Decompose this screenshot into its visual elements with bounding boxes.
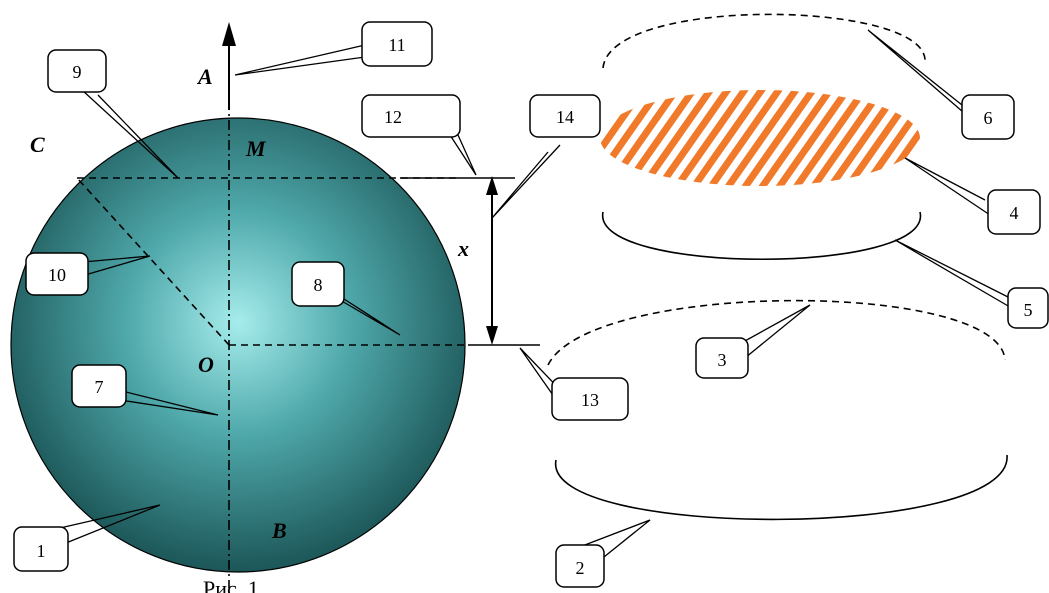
svg-text:6: 6: [984, 108, 993, 128]
sphere: [10, 117, 466, 573]
radius-to-c-line: [76, 177, 230, 346]
svg-text:14: 14: [556, 107, 574, 127]
callout-3: 3: [695, 337, 749, 379]
svg-text:11: 11: [388, 35, 405, 55]
callout-6: 6: [961, 94, 1015, 140]
point-label-a: A: [196, 64, 213, 89]
svg-text:4: 4: [1010, 203, 1019, 223]
callout-2: 2: [555, 544, 605, 588]
svg-text:13: 13: [581, 390, 599, 410]
dimension-label-x: x: [457, 236, 469, 261]
x-arrow-up-icon: [486, 176, 498, 195]
svg-text:12: 12: [384, 107, 402, 127]
lower-part-solid-arc: [555, 454, 1008, 521]
point-label-c: C: [30, 132, 45, 157]
svg-text:2: 2: [576, 558, 585, 578]
upper-cap-dashed-arc: [602, 13, 926, 69]
callout-8: 8: [291, 261, 345, 307]
callout-pointers: [59, 29, 1016, 566]
svg-text:3: 3: [718, 350, 727, 370]
svg-text:10: 10: [48, 265, 66, 285]
svg-text:7: 7: [95, 377, 104, 397]
callout-13: 13: [551, 377, 629, 421]
callout-1: 1: [13, 526, 69, 572]
callout-10: 10: [25, 252, 89, 296]
cross-section-ellipse: [600, 90, 920, 186]
callout-7: 7: [71, 364, 127, 408]
callout-4: 4: [987, 189, 1041, 235]
point-label-b: B: [271, 518, 287, 543]
svg-text:8: 8: [314, 275, 323, 295]
callout-14: 14: [529, 94, 601, 138]
svg-text:1: 1: [37, 541, 46, 561]
callout-11: 11: [361, 21, 433, 67]
axis-arrow-icon: [222, 22, 236, 46]
callout-12: 12: [361, 94, 461, 138]
svg-text:5: 5: [1024, 300, 1033, 320]
callout-5: 5: [1007, 287, 1049, 329]
point-label-o: O: [198, 352, 214, 377]
figure-caption: Рис. 1: [203, 576, 259, 593]
x-arrow-down-icon: [486, 326, 498, 345]
cap-solid-arc: [602, 211, 921, 261]
point-label-m: M: [245, 136, 267, 161]
callout-9: 9: [47, 49, 107, 93]
lower-part-dashed-arc: [547, 299, 1006, 366]
svg-text:9: 9: [73, 62, 82, 82]
